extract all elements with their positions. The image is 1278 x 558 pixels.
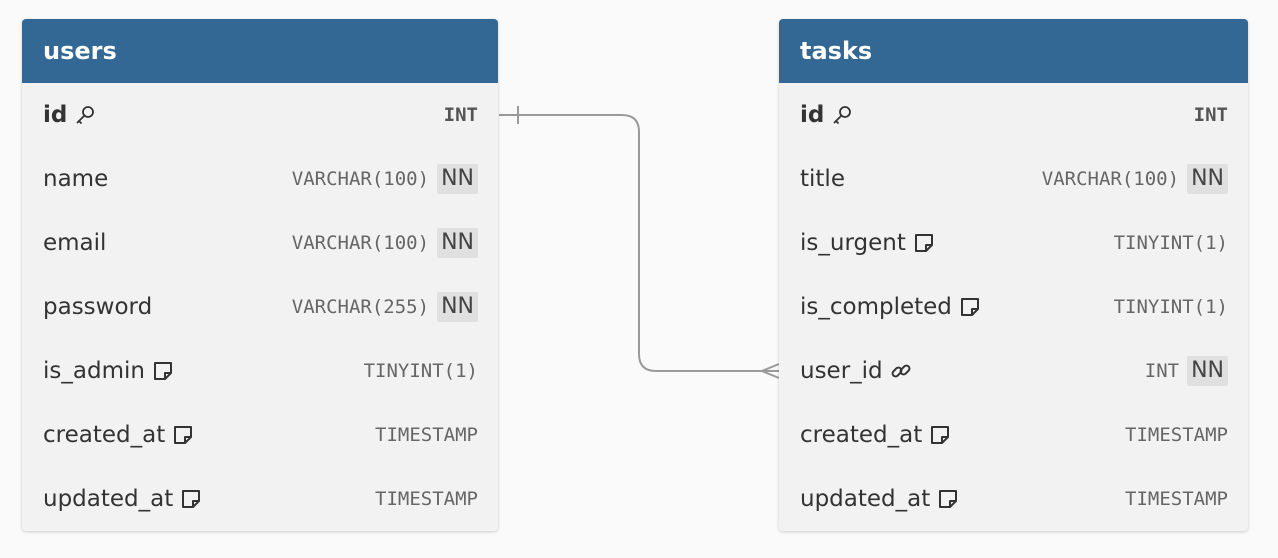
table-header-users[interactable]: users (22, 19, 498, 83)
column-type: INT (443, 104, 478, 126)
column-field: is_completed (800, 294, 1114, 320)
note-icon (913, 232, 935, 254)
column-row-email[interactable]: email VARCHAR(100) NN (22, 211, 498, 275)
column-row-password[interactable]: password VARCHAR(255) NN (22, 275, 498, 339)
key-icon (74, 104, 96, 126)
column-type-group: INT NN (1145, 356, 1228, 386)
column-field: id (43, 102, 444, 128)
table-title: users (43, 37, 117, 65)
column-row-title[interactable]: title VARCHAR(100) NN (779, 147, 1248, 211)
note-icon (937, 488, 959, 510)
column-type: TIMESTAMP (1125, 488, 1228, 510)
column-row-created-at[interactable]: created_at TIMESTAMP (22, 403, 498, 467)
column-name: created_at (43, 422, 166, 448)
not-null-badge: NN (437, 164, 478, 194)
column-type: VARCHAR(100) (291, 168, 430, 190)
column-row-id[interactable]: id INT (22, 83, 498, 147)
column-field: updated_at (43, 486, 375, 512)
note-icon (959, 296, 981, 318)
column-name: is_admin (43, 358, 145, 384)
note-icon (172, 424, 194, 446)
column-type-group: INT (444, 104, 478, 126)
column-field: name (43, 166, 292, 192)
table-header-tasks[interactable]: tasks (779, 19, 1248, 83)
not-null-badge: NN (1187, 356, 1228, 386)
column-row-is-completed[interactable]: is_completed TINYINT(1) (779, 275, 1248, 339)
column-name: is_completed (800, 294, 952, 320)
column-name: id (43, 102, 68, 128)
column-type-group: TINYINT(1) (1114, 232, 1228, 254)
note-icon (152, 360, 174, 382)
link-icon (890, 360, 912, 382)
column-row-updated-at[interactable]: updated_at TIMESTAMP (779, 467, 1248, 531)
column-type: TIMESTAMP (375, 424, 478, 446)
column-type-group: VARCHAR(100) NN (292, 164, 478, 194)
column-field: is_urgent (800, 230, 1114, 256)
column-field: created_at (43, 422, 375, 448)
column-type-group: TIMESTAMP (1125, 488, 1228, 510)
column-type-group: INT (1194, 104, 1228, 126)
column-type-group: TIMESTAMP (375, 424, 478, 446)
not-null-badge: NN (437, 228, 478, 258)
column-field: updated_at (800, 486, 1125, 512)
column-field: password (43, 294, 292, 320)
column-field: is_admin (43, 358, 364, 384)
column-type: TINYINT(1) (1113, 232, 1228, 254)
column-type-group: TINYINT(1) (364, 360, 478, 382)
relationship-line[interactable] (499, 114, 779, 372)
column-name: id (800, 102, 825, 128)
column-name: password (43, 294, 153, 320)
column-name: updated_at (43, 486, 174, 512)
column-type-group: TIMESTAMP (375, 488, 478, 510)
column-type: TINYINT(1) (363, 360, 478, 382)
column-type: VARCHAR(255) (291, 296, 430, 318)
column-row-name[interactable]: name VARCHAR(100) NN (22, 147, 498, 211)
column-type: INT (1193, 104, 1228, 126)
column-type: INT (1144, 360, 1180, 382)
column-field: user_id (800, 358, 1145, 384)
column-row-is-urgent[interactable]: is_urgent TINYINT(1) (779, 211, 1248, 275)
column-type: VARCHAR(100) (1041, 168, 1180, 190)
column-type-group: VARCHAR(100) NN (292, 228, 478, 258)
note-icon (180, 488, 202, 510)
column-field: id (800, 102, 1194, 128)
table-title: tasks (800, 37, 873, 65)
column-type: TIMESTAMP (375, 488, 478, 510)
column-row-created-at[interactable]: created_at TIMESTAMP (779, 403, 1248, 467)
column-type: TINYINT(1) (1113, 296, 1228, 318)
column-field: title (800, 166, 1042, 192)
column-type: TIMESTAMP (1125, 424, 1228, 446)
column-name: updated_at (800, 486, 931, 512)
not-null-badge: NN (1187, 164, 1228, 194)
column-type-group: VARCHAR(255) NN (292, 292, 478, 322)
column-name: is_urgent (800, 230, 906, 256)
column-field: email (43, 230, 292, 256)
many-cardinality-marker (759, 363, 780, 379)
column-field: created_at (800, 422, 1125, 448)
column-type-group: TINYINT(1) (1114, 296, 1228, 318)
column-type-group: TIMESTAMP (1125, 424, 1228, 446)
column-name: email (43, 230, 107, 256)
column-type-group: VARCHAR(100) NN (1042, 164, 1228, 194)
column-row-user-id[interactable]: user_id INT NN (779, 339, 1248, 403)
column-name: name (43, 166, 109, 192)
not-null-badge: NN (437, 292, 478, 322)
column-name: created_at (800, 422, 923, 448)
column-row-is-admin[interactable]: is_admin TINYINT(1) (22, 339, 498, 403)
column-type: VARCHAR(100) (291, 232, 430, 254)
column-name: user_id (800, 358, 883, 384)
column-row-id[interactable]: id INT (779, 83, 1248, 147)
column-row-updated-at[interactable]: updated_at TIMESTAMP (22, 467, 498, 531)
column-name: title (800, 166, 845, 192)
note-icon (929, 424, 951, 446)
key-icon (831, 104, 853, 126)
